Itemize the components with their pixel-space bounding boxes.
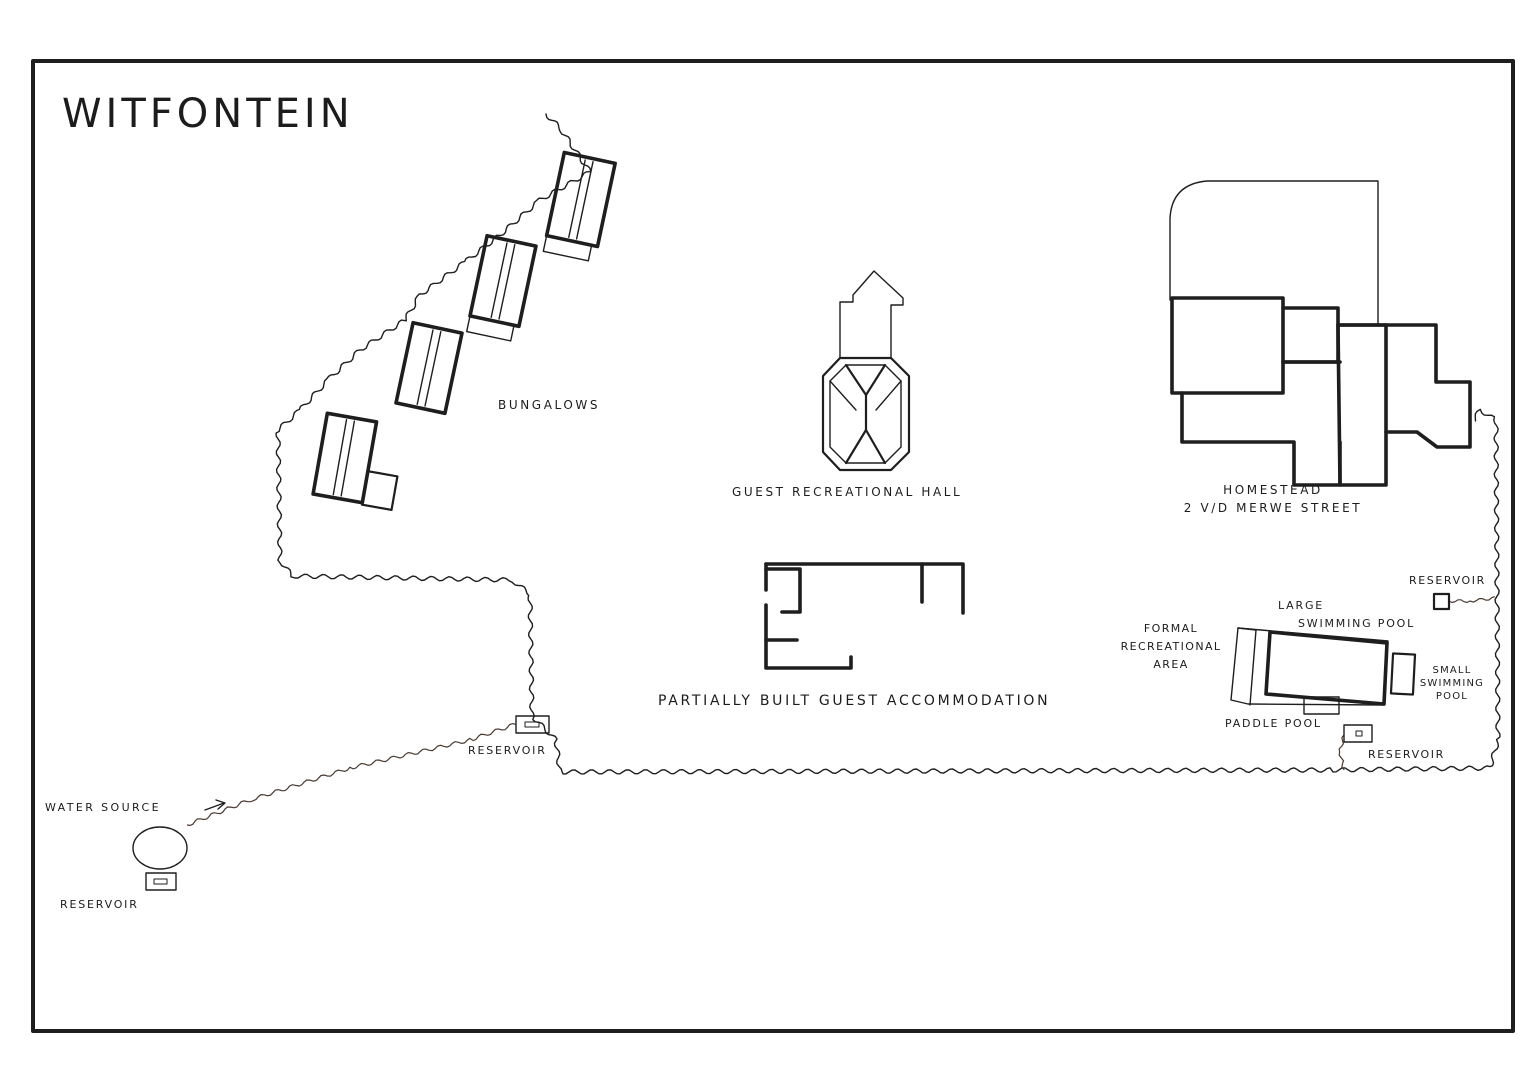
label-guest-recreational-hall: Guest recreational hall xyxy=(732,485,963,499)
label-bungalows: Bungalows xyxy=(498,398,601,412)
reservoir-center xyxy=(515,715,550,734)
label-formal-area-line2: recreational xyxy=(1120,640,1222,653)
label-reservoir-center: Reservoir xyxy=(468,744,547,757)
reservoir-source xyxy=(145,872,177,891)
reservoir-lower-right xyxy=(1343,724,1373,743)
label-reservoir-source: Reservoir xyxy=(60,898,139,911)
label-water-source: Water source xyxy=(45,801,161,814)
label-partially-built: Partially built guest accommodation xyxy=(658,693,1051,709)
pipeline-lower-right-reservoir xyxy=(1338,734,1345,771)
label-formal-area-line3: area xyxy=(1153,658,1189,671)
guest-recreational-hall xyxy=(821,270,911,472)
label-small-pool-line1: Small xyxy=(1432,665,1472,676)
label-reservoir-lower-right: Reservoir xyxy=(1368,748,1445,761)
label-formal-recreational-area: Formal recreational area xyxy=(1112,620,1230,674)
map-title: Witfontein xyxy=(62,91,354,137)
label-small-pool-line2: swimming xyxy=(1419,678,1485,689)
bungalow-2 xyxy=(465,233,538,342)
label-homestead-line2: 2 v/d Merwe Street xyxy=(1183,501,1363,515)
label-reservoir-upper-right: Reservoir xyxy=(1409,574,1486,587)
label-formal-area-line1: Formal xyxy=(1143,622,1199,635)
bungalow-3 xyxy=(394,320,464,416)
homestead xyxy=(1169,180,1472,487)
label-large-pool-line2: swimming pool xyxy=(1298,617,1416,630)
bungalow-1 xyxy=(542,150,617,262)
property-boundary xyxy=(275,113,1501,775)
label-small-pool-line3: pool xyxy=(1435,691,1469,702)
water-source-pond xyxy=(132,826,188,870)
label-large-pool: Large swimming pool xyxy=(1278,597,1415,633)
label-small-pool: Small swimming pool xyxy=(1414,664,1490,703)
pool-complex xyxy=(1230,627,1417,715)
label-homestead: Homestead 2 v/d Merwe Street xyxy=(1168,481,1378,517)
map-border xyxy=(31,59,1515,1033)
water-pipeline xyxy=(186,722,517,827)
label-homestead-line1: Homestead xyxy=(1223,483,1323,497)
label-large-pool-line1: Large xyxy=(1278,599,1325,612)
bungalow-4 xyxy=(311,411,399,511)
label-paddle-pool: Paddle pool xyxy=(1225,717,1322,730)
water-source-arrow xyxy=(204,799,226,811)
partially-built-accommodation xyxy=(764,562,965,670)
reservoir-upper-right xyxy=(1432,592,1451,611)
pipeline-upper-right-reservoir xyxy=(1448,596,1496,604)
